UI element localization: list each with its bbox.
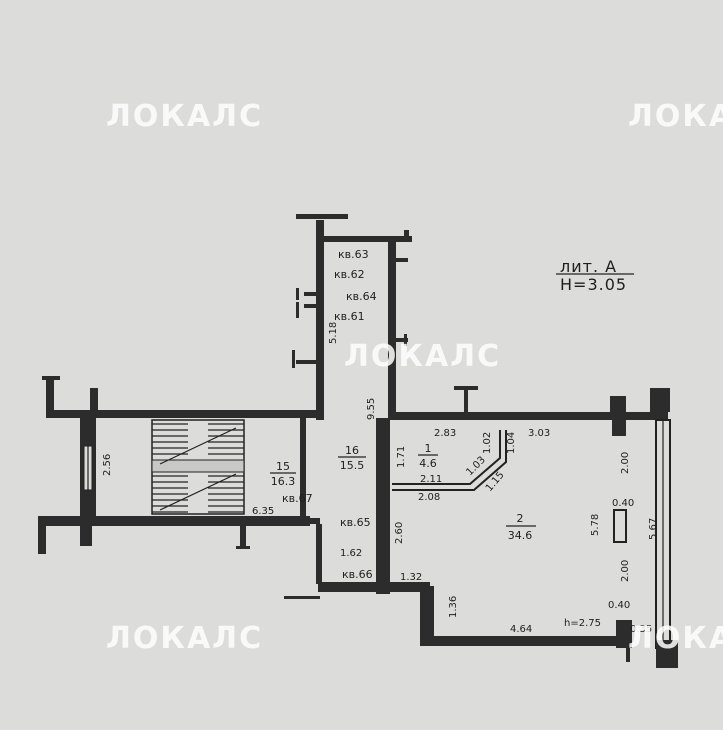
svg-text:16: 16 bbox=[345, 444, 359, 457]
lit-label: лит. А bbox=[560, 257, 617, 276]
dim-h-2-75: h=2.75 bbox=[564, 618, 601, 629]
apt-label-63: кв.63 bbox=[338, 248, 369, 261]
dim-2-08: 2.08 bbox=[418, 492, 440, 503]
apt-label-62: кв.62 bbox=[334, 268, 365, 281]
dim-2-00-b: 2.00 bbox=[620, 560, 631, 582]
apt-label-67: кв.67 bbox=[282, 492, 313, 505]
dimensions: 5.18 9.55 2.56 6.35 1.62 2.60 1.71 2.83 … bbox=[102, 322, 659, 635]
watermark-bottom-right: ЛОКАЛС bbox=[628, 621, 723, 656]
dim-2-11: 2.11 bbox=[420, 474, 442, 485]
svg-text:16.3: 16.3 bbox=[271, 475, 296, 488]
dim-2-00-a: 2.00 bbox=[620, 452, 631, 474]
svg-text:4.6: 4.6 bbox=[419, 457, 437, 470]
dim-1-71: 1.71 bbox=[396, 446, 407, 468]
dim-9-55: 9.55 bbox=[366, 398, 377, 420]
svg-text:15.5: 15.5 bbox=[340, 459, 365, 472]
dim-2-56: 2.56 bbox=[102, 454, 113, 476]
dim-1-04: 1.04 bbox=[506, 432, 517, 454]
staircase bbox=[151, 419, 245, 515]
room-16-label: 16 15.5 bbox=[338, 444, 366, 472]
dim-2-83: 2.83 bbox=[434, 428, 456, 439]
watermark-bottom-left: ЛОКАЛС bbox=[106, 621, 263, 656]
dim-3-03: 3.03 bbox=[528, 428, 550, 439]
dim-1-36: 1.36 bbox=[448, 596, 459, 618]
apt-label-61: кв.61 bbox=[334, 310, 365, 323]
watermarks: ЛОКАЛС ЛОКАЛС ЛОКАЛС ЛОКАЛС ЛОКАЛС bbox=[106, 99, 723, 656]
svg-text:2: 2 bbox=[517, 512, 524, 525]
dim-0-35: 0.35 bbox=[630, 624, 652, 635]
dim-2-60: 2.60 bbox=[394, 522, 405, 544]
apt-label-66: кв.66 bbox=[342, 568, 373, 581]
room-2-label: 2 34.6 bbox=[506, 512, 536, 542]
dim-1-32: 1.32 bbox=[400, 572, 422, 583]
svg-text:34.6: 34.6 bbox=[508, 529, 533, 542]
dim-1-02: 1.02 bbox=[482, 432, 493, 454]
dim-0-40-b: 0.40 bbox=[608, 600, 630, 611]
room-1-label: 1 4.6 bbox=[418, 442, 438, 470]
dim-0-40-a: 0.40 bbox=[612, 498, 634, 509]
dim-5-78: 5.78 bbox=[590, 514, 601, 536]
apt-label-65: кв.65 bbox=[340, 516, 371, 529]
height-label: H=3.05 bbox=[560, 275, 627, 294]
walls bbox=[38, 214, 678, 668]
dim-1-62: 1.62 bbox=[340, 548, 362, 559]
svg-text:15: 15 bbox=[276, 460, 290, 473]
dim-4-64: 4.64 bbox=[510, 624, 532, 635]
svg-text:1: 1 bbox=[425, 442, 432, 455]
room-15-label: 15 16.3 bbox=[270, 460, 296, 488]
dim-5-67: 5.67 bbox=[648, 518, 659, 540]
watermark-top-right: ЛОКАЛС bbox=[628, 99, 723, 134]
apt-label-64: кв.64 bbox=[346, 290, 377, 303]
dim-6-35: 6.35 bbox=[252, 506, 274, 517]
watermark-center: ЛОКАЛС bbox=[344, 339, 501, 374]
dim-5-18: 5.18 bbox=[328, 322, 339, 344]
watermark-top-left: ЛОКАЛС bbox=[106, 99, 263, 134]
